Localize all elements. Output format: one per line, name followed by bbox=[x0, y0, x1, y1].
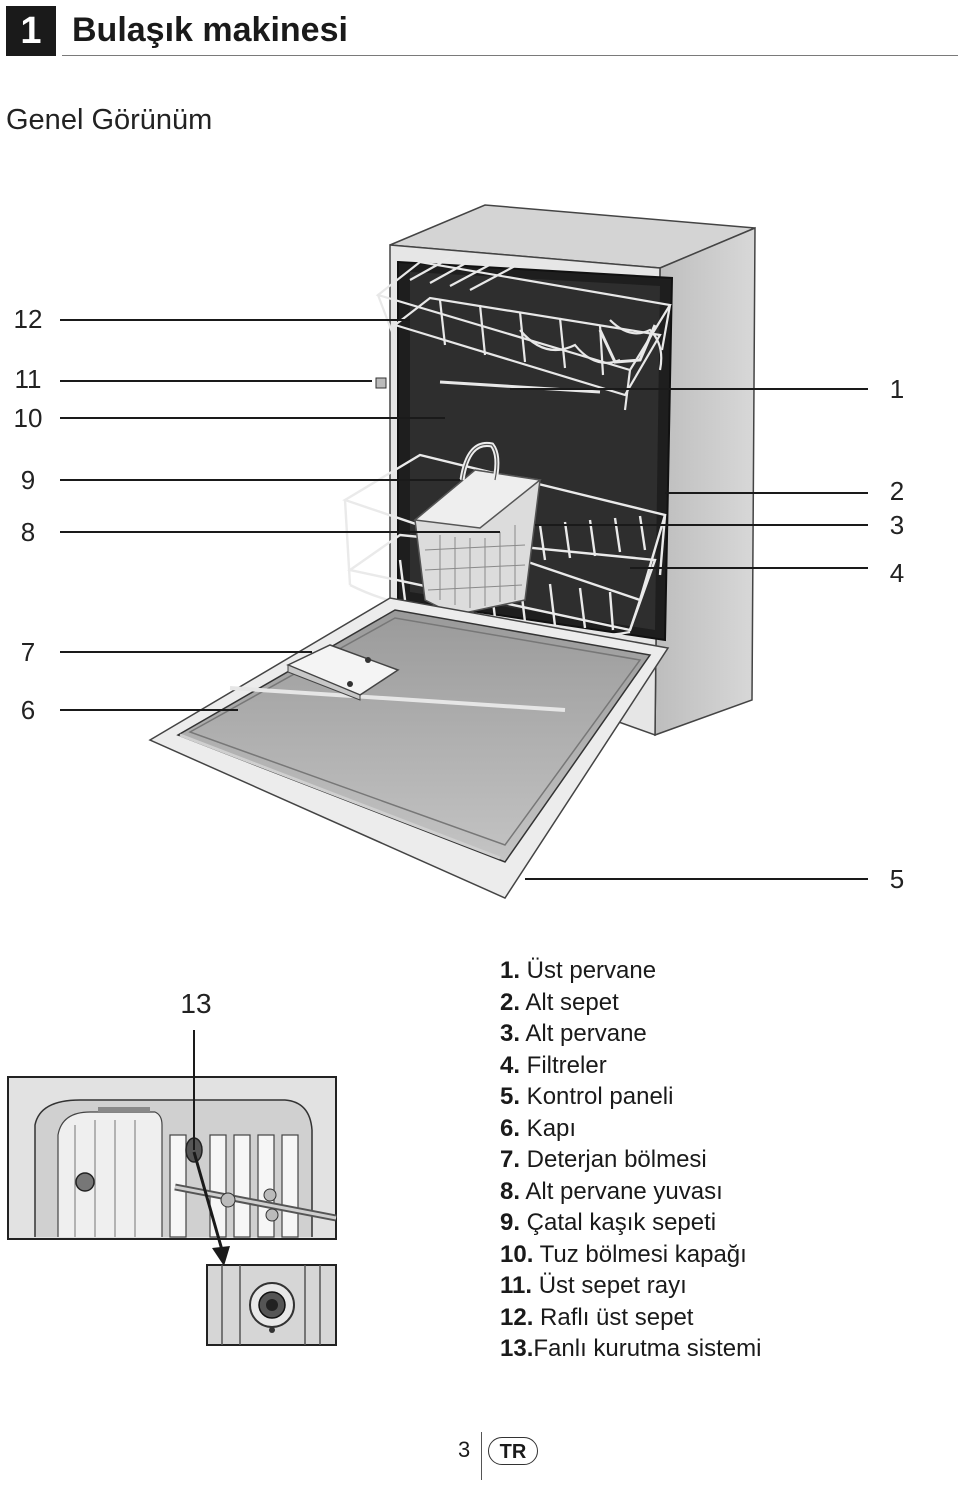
door bbox=[148, 597, 670, 899]
callout-7: 7 bbox=[20, 637, 36, 667]
callout-8: 8 bbox=[20, 517, 36, 547]
footer-divider bbox=[481, 1432, 482, 1480]
language-badge: TR bbox=[488, 1437, 538, 1465]
callout-9: 9 bbox=[20, 465, 36, 495]
legend-item: 1. Üst pervane bbox=[500, 957, 657, 984]
callout-10: 10 bbox=[13, 403, 43, 433]
callout-3: 3 bbox=[889, 510, 905, 540]
callout-5: 5 bbox=[889, 864, 905, 894]
callout-12: 12 bbox=[13, 304, 43, 334]
legend-item: 3. Alt pervane bbox=[500, 1020, 647, 1047]
chapter-number-box: 1 bbox=[6, 6, 56, 56]
callout-1: 1 bbox=[889, 374, 905, 404]
page-number: 3 bbox=[458, 1437, 471, 1462]
leader-lines bbox=[60, 319, 868, 880]
legend-item: 5. Kontrol paneli bbox=[500, 1083, 674, 1110]
callout-11: 11 bbox=[14, 364, 42, 394]
cutlery-basket bbox=[413, 441, 542, 616]
legend-item: 2. Alt sepet bbox=[500, 988, 619, 1016]
upper-rail-bracket bbox=[375, 377, 387, 389]
legend-item: 9. Çatal kaşık sepeti bbox=[500, 1209, 717, 1236]
title-divider bbox=[62, 55, 958, 56]
legend-item: 13.Fanlı kurutma sistemi bbox=[500, 1335, 762, 1362]
callout-4: 4 bbox=[889, 558, 905, 588]
legend-item: 10. Tuz bölmesi kapağı bbox=[500, 1240, 747, 1268]
legend-item: 7. Deterjan bölmesi bbox=[500, 1146, 707, 1173]
legend-item: 12. Raflı üst sepet bbox=[500, 1303, 694, 1331]
parts-legend: 1. Üst pervane 2. Alt sepet 3. Alt perva… bbox=[500, 955, 761, 1365]
upper-basket bbox=[375, 254, 672, 411]
callout-6: 6 bbox=[20, 695, 36, 725]
legend-item: 11. Üst sepet rayı bbox=[500, 1272, 687, 1299]
callout-13: 13 bbox=[180, 988, 212, 1019]
chapter-title: Bulaşık makinesi bbox=[72, 11, 348, 49]
fan-drying-inset bbox=[7, 1030, 337, 1346]
legend-item: 6. Kapı bbox=[500, 1114, 577, 1142]
section-title: Genel Görünüm bbox=[6, 104, 213, 136]
chapter-number: 1 bbox=[20, 10, 42, 52]
legend-item: 8. Alt pervane yuvası bbox=[500, 1177, 723, 1205]
callout-2: 2 bbox=[889, 476, 905, 506]
legend-item: 4. Filtreler bbox=[500, 1051, 607, 1079]
